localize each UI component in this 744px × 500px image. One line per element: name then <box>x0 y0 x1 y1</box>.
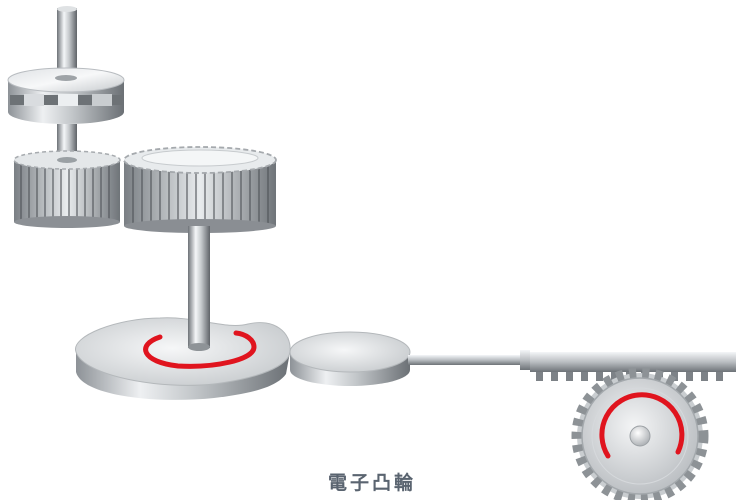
upper-shaft <box>57 8 77 74</box>
cam-disk <box>75 318 290 400</box>
small-spur-gear <box>14 151 120 228</box>
follower-disk <box>290 332 410 386</box>
diagram-caption: 電子凸輪 <box>0 468 744 495</box>
upper-shaft-end <box>57 6 77 12</box>
connecting-rod <box>408 355 524 365</box>
pinion-hub <box>630 426 650 446</box>
rod-collar <box>520 350 530 370</box>
large-spur-gear <box>124 147 276 233</box>
shaft-coupling <box>8 68 124 124</box>
